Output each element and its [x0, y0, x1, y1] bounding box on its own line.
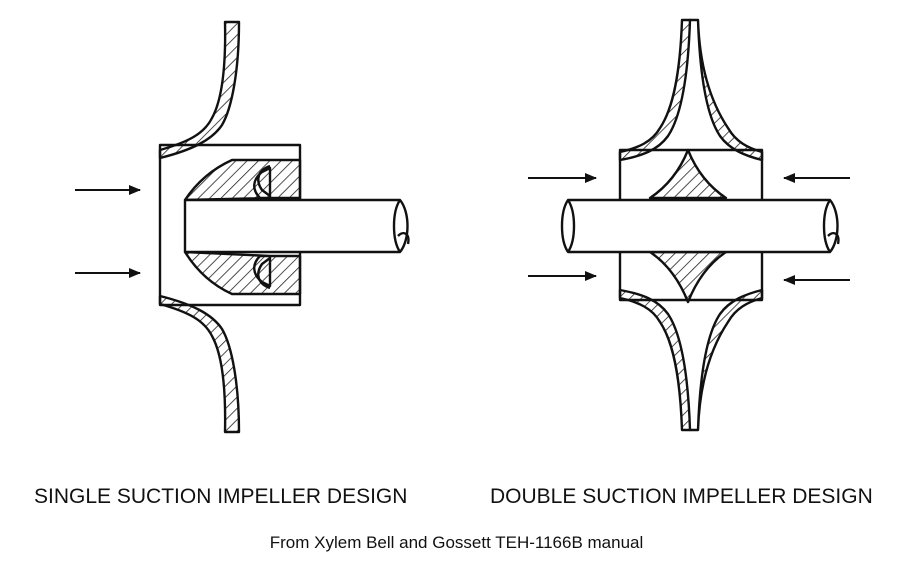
double-shaft-right-end — [822, 199, 832, 253]
lower-shroud — [158, 294, 241, 434]
shaft — [183, 198, 409, 254]
right-upper-shroud — [688, 18, 764, 162]
right-lower-shroud — [688, 288, 764, 432]
double-suction-impeller — [528, 18, 850, 432]
upper-center-hub — [648, 148, 728, 200]
lower-hub-hatch — [183, 250, 302, 296]
upper-shroud — [158, 20, 241, 160]
single-suction-impeller — [75, 20, 410, 434]
single-suction-title: SINGLE SUCTION IMPELLER DESIGN — [34, 485, 408, 508]
lower-center-hub — [648, 250, 728, 304]
double-shaft-right-arc — [827, 232, 840, 245]
double-shaft-left-end — [566, 199, 576, 253]
source-caption: From Xylem Bell and Gossett TEH-1166B ma… — [269, 533, 644, 552]
upper-hub-recess — [257, 164, 271, 197]
hub-housing — [158, 143, 302, 307]
double-shaft — [560, 198, 839, 254]
double-suction-title: DOUBLE SUCTION IMPELLER DESIGN — [490, 485, 873, 508]
shaft-end-arc — [397, 232, 410, 245]
shaft-end — [392, 199, 402, 253]
upper-hub-hatch — [183, 158, 302, 202]
lower-hub-recess — [257, 257, 271, 290]
left-upper-shroud — [618, 18, 692, 162]
impeller-diagram — [75, 18, 850, 434]
left-lower-shroud — [618, 288, 692, 432]
